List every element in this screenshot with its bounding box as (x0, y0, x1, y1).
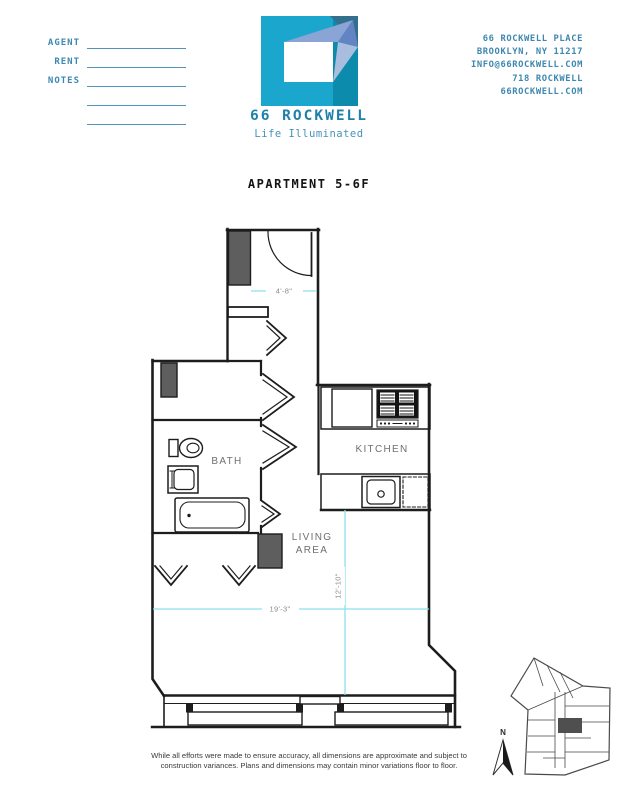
kitchen-upper-counter (320, 386, 431, 430)
contact-email: INFO@66ROCKWELL.COM (470, 60, 583, 71)
wall-vestibule-stub (227, 306, 269, 318)
left-shaft-block (160, 362, 178, 398)
dressing-door (261, 372, 296, 422)
compass-north-label: N (500, 728, 506, 737)
contact-block: 66 ROCKWELL PLACE BROOKLYN, NY 11217 INF… (471, 33, 583, 99)
dim-entry-width: 4'-8" (276, 287, 292, 296)
window-mullions (186, 704, 452, 713)
kitchen-sink-drain (377, 490, 385, 498)
agent-blank-line (87, 34, 186, 49)
living-area-label-line1: LIVING (292, 532, 333, 543)
entry-shaft-block (227, 230, 252, 286)
form-row-rent: RENT (34, 49, 186, 68)
window-sill-left (187, 711, 303, 726)
disclaimer-line-1: While all efforts were made to ensure ac… (151, 751, 467, 760)
agent-label: AGENT (47, 38, 80, 48)
compass: N (492, 728, 514, 776)
wall-left-side (151, 358, 166, 698)
dim-living-width: 19'-3" (270, 605, 291, 614)
stove-knobs (379, 422, 416, 425)
key-plan-unit-highlight (558, 718, 582, 733)
kitchen-label: KITCHEN (356, 444, 409, 455)
contact-address-line: 66 ROCKWELL PLACE (482, 34, 583, 44)
agent-rent-notes-form: AGENT RENT NOTES (34, 30, 186, 125)
living-area-label-line2: AREA (296, 545, 328, 556)
closet-door-small (260, 499, 282, 529)
dim-living-depth: 12'-10" (334, 573, 343, 598)
building-name: 66 ROCKWELL (249, 108, 369, 124)
key-plan (510, 657, 611, 776)
bathtub (174, 497, 250, 533)
bath-door (261, 423, 298, 471)
apartment-title: APARTMENT 5-6F (247, 177, 371, 191)
bath-label: BATH (211, 456, 242, 467)
living-closet-door-1 (153, 564, 189, 587)
notes-blank-line-3 (87, 110, 186, 125)
living-column-block (257, 533, 283, 569)
contact-website: 66ROCKWELL.COM (500, 86, 583, 97)
toilet-tank (168, 438, 179, 458)
form-row-extra-1 (34, 87, 186, 106)
building-tagline: Life Illuminated (254, 128, 364, 140)
entry-door-swing-arc (267, 230, 313, 277)
form-row-notes: NOTES (34, 68, 186, 87)
notes-label: NOTES (47, 76, 80, 86)
sink-faucet (169, 470, 176, 489)
contact-city-line: BROOKLYN, NY 11217 (476, 47, 583, 58)
window-center-post (299, 695, 341, 705)
disclaimer-line-2: construction variances. Plans and dimens… (160, 760, 458, 770)
rent-blank-line (87, 53, 186, 68)
wall-right-side (427, 382, 457, 729)
kitchen-sink-unit (361, 475, 401, 509)
form-row-agent: AGENT (34, 30, 186, 49)
dishwasher (402, 476, 429, 508)
notes-blank-line-2 (87, 91, 186, 106)
rent-label: RENT (54, 57, 80, 67)
stove-control-strip (376, 419, 419, 428)
disclaimer-text: While all efforts were made to ensure ac… (99, 751, 519, 770)
bath-sink (167, 465, 199, 494)
toilet-bowl (178, 437, 204, 459)
window-sill-right (334, 711, 449, 726)
tub-drain (187, 513, 191, 518)
form-row-extra-2 (34, 106, 186, 125)
contact-phone: 718 ROCKWELL (512, 73, 583, 84)
building-logo (261, 16, 358, 106)
living-closet-door-2 (221, 564, 257, 587)
logo-mark-icon (261, 16, 358, 106)
vestibule-door (265, 319, 288, 357)
refrigerator (331, 388, 373, 428)
notes-blank-line (87, 72, 186, 87)
